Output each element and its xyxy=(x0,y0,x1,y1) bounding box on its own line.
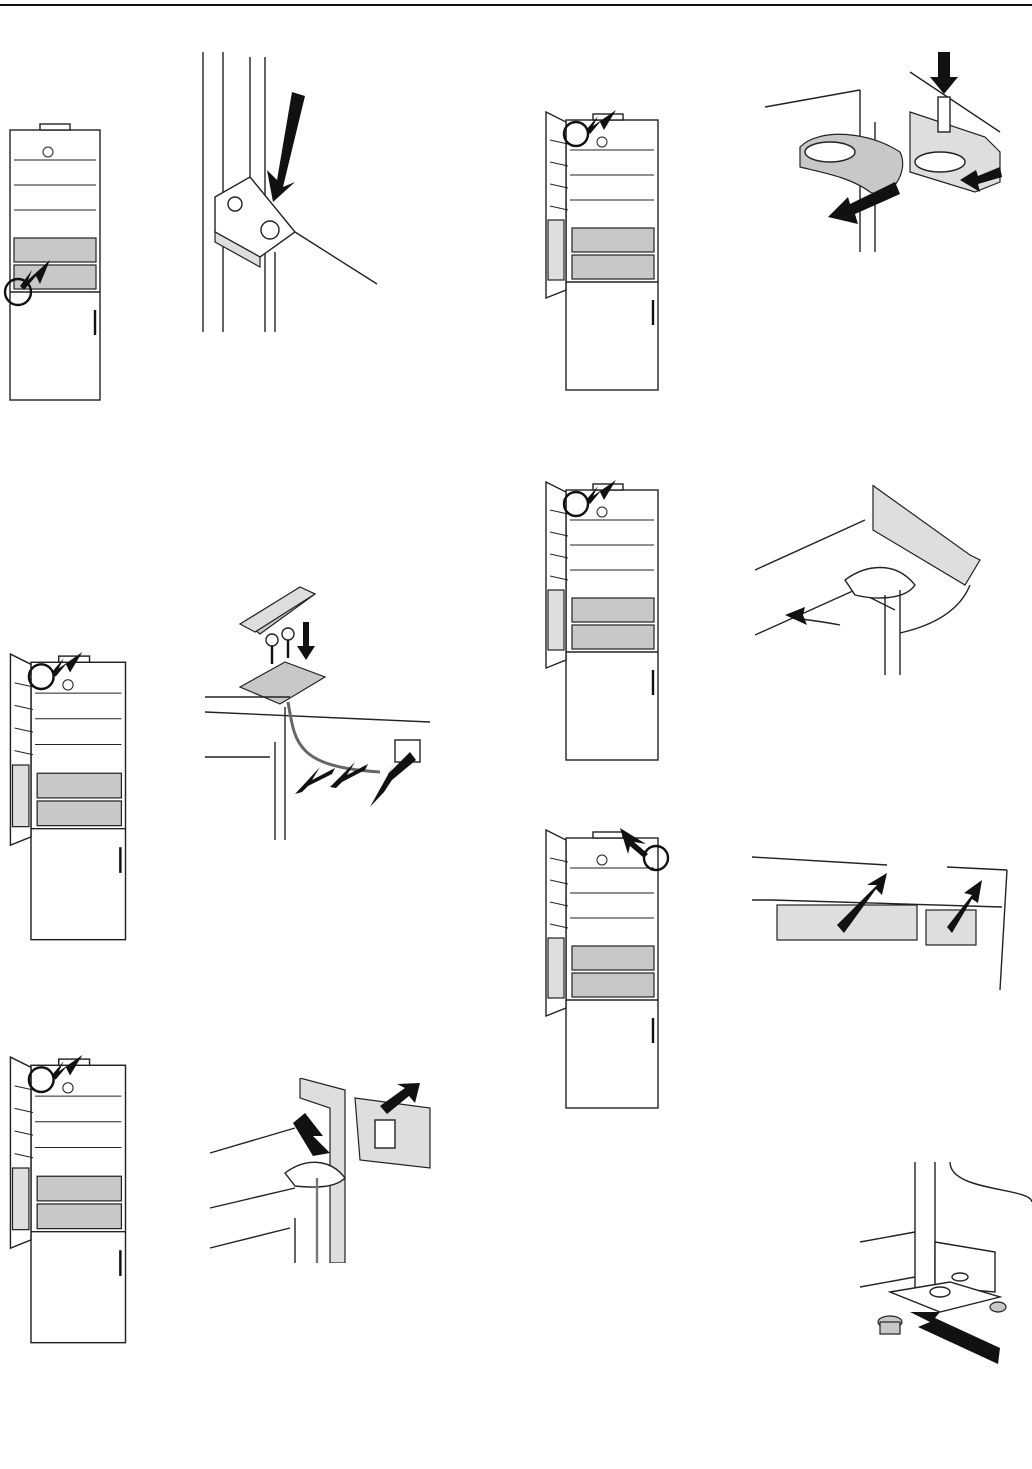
hinge-pin-icon xyxy=(760,52,1010,252)
cover-screws-icon xyxy=(200,582,430,840)
fig-hinge-swing xyxy=(755,485,990,677)
fig-fridge-top-left-e xyxy=(0,1055,138,1355)
adjustable-foot-icon xyxy=(860,1162,1032,1374)
fridge-open-door-icon xyxy=(538,480,668,772)
fridge-open-door-icon xyxy=(0,652,138,952)
fig-cover-screws xyxy=(200,582,430,840)
fig-foot-adjust xyxy=(860,1162,1032,1374)
hinge-swing-icon xyxy=(755,485,990,677)
page-header-rule xyxy=(0,4,1032,6)
fridge-open-door-icon xyxy=(538,110,668,402)
hinge-pin-icon xyxy=(195,52,385,337)
fridge-open-door-icon xyxy=(538,828,678,1123)
fig-cover-caps xyxy=(752,855,1022,990)
fig-fridge-top-hinge-a xyxy=(538,110,668,402)
fig-hinge-cover-remove xyxy=(205,1078,440,1263)
fig-fridge-top-left-c xyxy=(0,652,138,952)
fig-fridge-top-right-d xyxy=(538,828,678,1123)
fig-top-hinge-pin-remove xyxy=(760,52,1010,252)
cover-caps-icon xyxy=(752,855,1022,990)
fig-fridge-top-hinge-b xyxy=(538,480,668,772)
fridge-open-door-icon xyxy=(0,1055,138,1355)
hinge-cover-icon xyxy=(205,1078,440,1263)
fridge-outline-icon xyxy=(0,120,120,405)
fig-fridge-bottom-hinge xyxy=(0,120,120,405)
fig-bottom-pin-detail xyxy=(195,52,385,337)
